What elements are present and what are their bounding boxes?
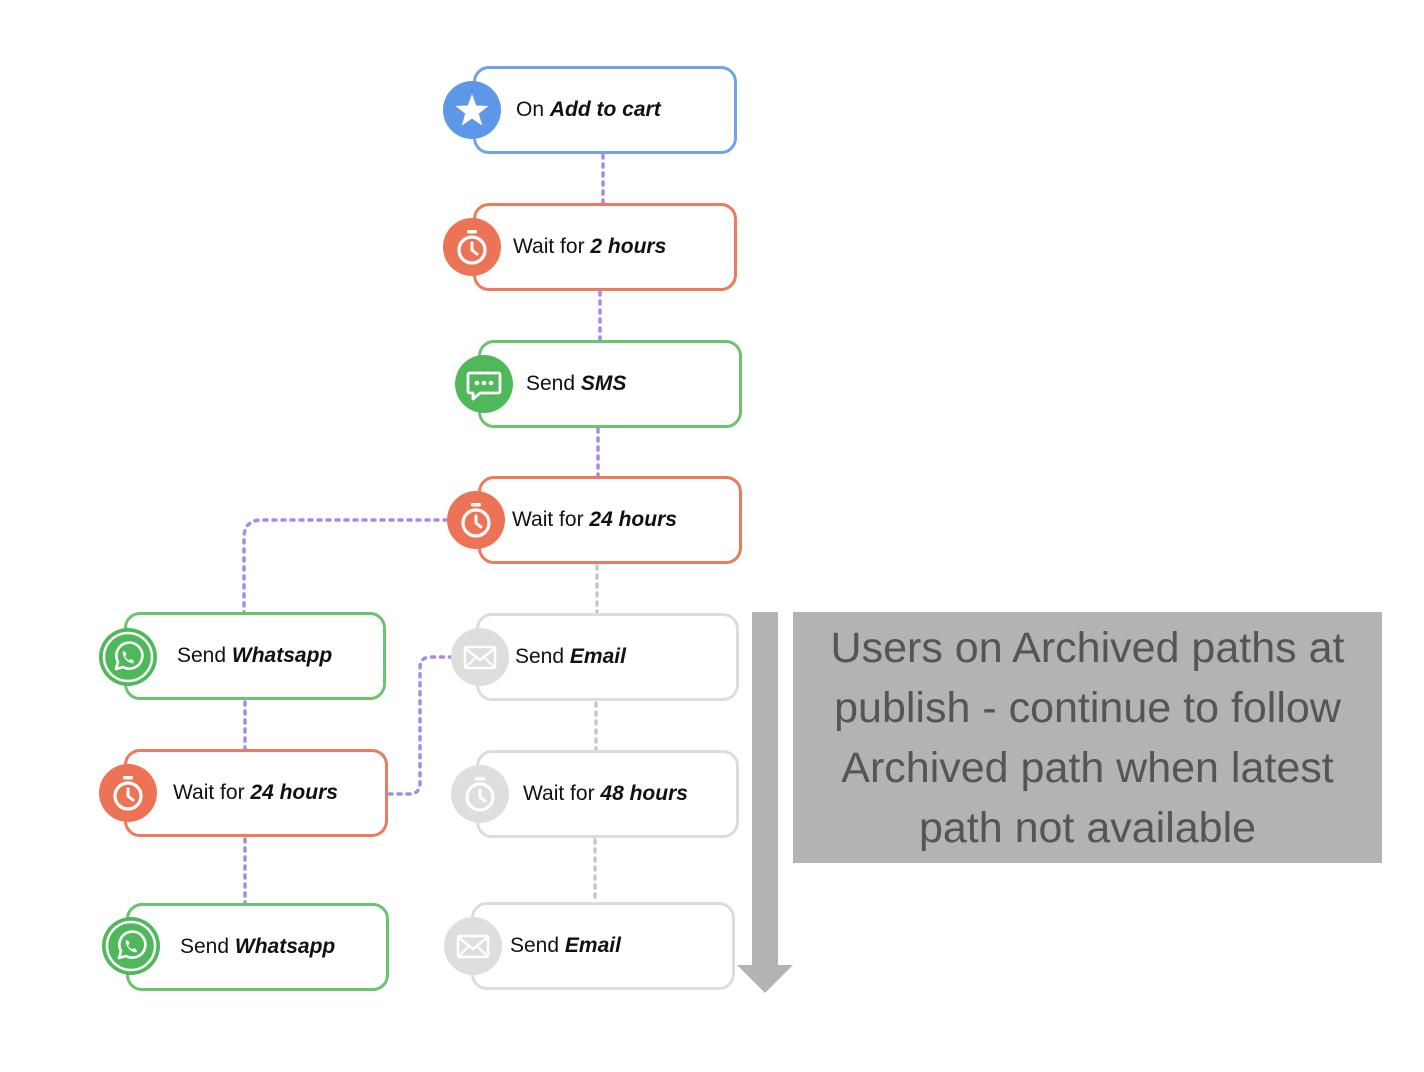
node-label-value: 2 hours <box>590 235 667 258</box>
node-label: Send Whatsapp <box>180 935 335 959</box>
node-label: Send Whatsapp <box>177 644 332 668</box>
connector-wait-to-whatsapp <box>242 518 449 614</box>
node-label: Send SMS <box>526 372 626 396</box>
timer-icon <box>443 218 501 276</box>
node-wait-24h-branch[interactable]: Wait for 24 hours <box>124 749 388 837</box>
node-wait-2h[interactable]: Wait for 2 hours <box>473 203 737 291</box>
node-label: Send Email <box>510 934 621 958</box>
node-label-value: 24 hours <box>589 508 677 531</box>
node-send-email-1[interactable]: Send Email <box>476 613 739 701</box>
whatsapp-icon <box>102 917 160 975</box>
node-send-email-2[interactable]: Send Email <box>471 902 735 990</box>
envelope-icon <box>444 917 502 975</box>
archived-path-arrow <box>737 612 793 993</box>
node-send-whatsapp-2[interactable]: Send Whatsapp <box>126 903 389 991</box>
node-label-value: Add to cart <box>549 98 661 121</box>
node-send-whatsapp-1[interactable]: Send Whatsapp <box>124 612 386 700</box>
archived-path-note-text: Users on Archived paths at publish - con… <box>830 623 1345 852</box>
node-label: Wait for 48 hours <box>523 782 688 806</box>
node-label-prefix: Send <box>180 935 230 958</box>
node-label-prefix: Send <box>510 934 560 957</box>
node-label-prefix: Send <box>177 644 227 667</box>
node-wait-48h[interactable]: Wait for 48 hours <box>476 750 739 838</box>
star-icon <box>443 81 501 139</box>
node-label-value: Email <box>564 934 621 957</box>
node-label-prefix: Wait for <box>173 781 245 804</box>
node-label-prefix: Send <box>526 372 576 395</box>
node-label: Wait for 24 hours <box>173 781 338 805</box>
node-label-prefix: On <box>516 98 545 121</box>
whatsapp-icon <box>99 628 157 686</box>
timer-icon <box>99 764 157 822</box>
node-label-value: 24 hours <box>250 781 338 804</box>
chat-bubble-icon <box>455 355 513 413</box>
node-label: Send Email <box>515 645 626 669</box>
node-label-value: SMS <box>580 372 627 395</box>
node-send-sms[interactable]: Send SMS <box>478 340 742 428</box>
node-trigger[interactable]: On Add to cart <box>473 66 737 154</box>
node-label-value: Whatsapp <box>234 935 336 958</box>
node-label-prefix: Wait for <box>512 508 584 531</box>
node-label-prefix: Send <box>515 645 565 668</box>
node-label-value: Email <box>569 645 626 668</box>
connector-wait-to-email <box>387 655 454 796</box>
timer-icon <box>447 491 505 549</box>
node-label: Wait for 24 hours <box>512 508 677 532</box>
timer-icon <box>451 765 509 823</box>
node-label-prefix: Wait for <box>513 235 585 258</box>
archived-path-note: Users on Archived paths at publish - con… <box>793 612 1382 863</box>
node-label-prefix: Wait for <box>523 782 595 805</box>
node-label: Wait for 2 hours <box>513 235 666 259</box>
envelope-icon <box>451 628 509 686</box>
node-label-value: 48 hours <box>600 782 688 805</box>
node-label-value: Whatsapp <box>231 644 333 667</box>
node-label: On Add to cart <box>516 98 661 122</box>
node-wait-24h[interactable]: Wait for 24 hours <box>478 476 742 564</box>
